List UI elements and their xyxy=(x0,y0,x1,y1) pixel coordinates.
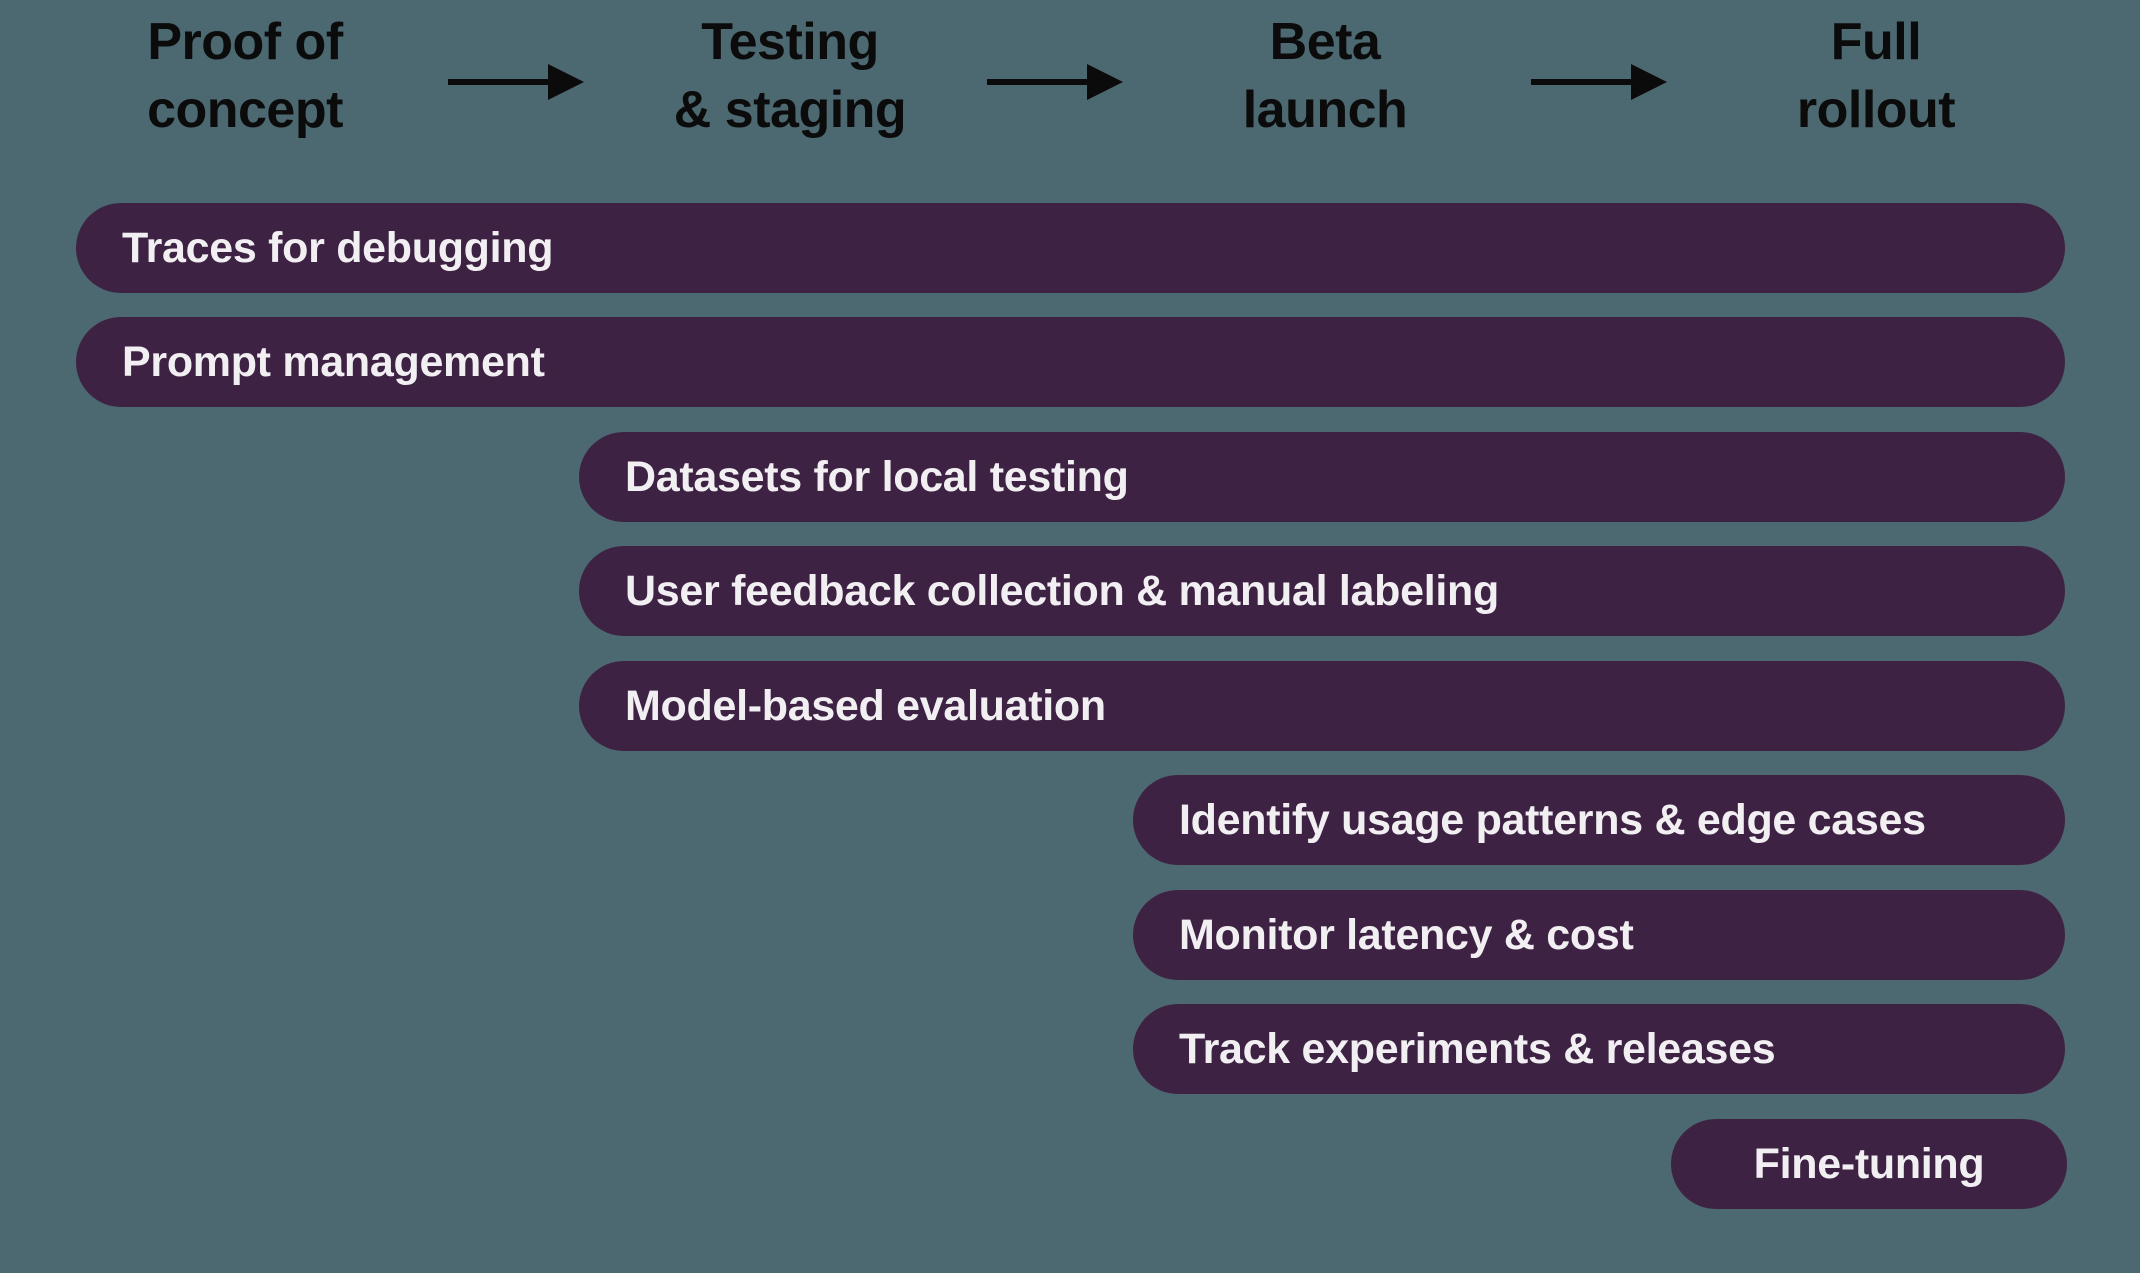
arrow-right-icon xyxy=(446,62,586,102)
bar-traces-for-debugging: Traces for debugging xyxy=(76,203,2065,293)
phase-label-testing-staging: Testing & staging xyxy=(540,8,1040,144)
phase-label-line: concept xyxy=(147,81,343,139)
bar-label: Traces for debugging xyxy=(122,223,554,272)
arrow-right-icon xyxy=(985,62,1125,102)
phase-label-proof-of-concept: Proof of concept xyxy=(0,8,495,144)
bar-track-experiments-releases: Track experiments & releases xyxy=(1133,1004,2065,1094)
phase-label-beta-launch: Beta launch xyxy=(1075,8,1575,144)
bar-label: Monitor latency & cost xyxy=(1179,910,1634,959)
bar-model-based-evaluation: Model-based evaluation xyxy=(579,661,2065,751)
bar-label: Datasets for local testing xyxy=(625,452,1129,501)
phase-label-line: rollout xyxy=(1796,81,1956,139)
bar-monitor-latency-cost: Monitor latency & cost xyxy=(1133,890,2065,980)
phase-label-line: Full xyxy=(1830,13,1922,71)
phase-label-line: Beta xyxy=(1269,13,1381,71)
phase-label-line: launch xyxy=(1242,81,1408,139)
bar-label: Identify usage patterns & edge cases xyxy=(1179,795,1926,844)
bar-label: Fine-tuning xyxy=(1753,1139,1985,1188)
phase-label-line: & staging xyxy=(673,81,907,139)
arrow-right-icon xyxy=(1529,62,1669,102)
bar-prompt-management: Prompt management xyxy=(76,317,2065,407)
phase-label-line: Testing xyxy=(701,13,879,71)
bar-label: Model-based evaluation xyxy=(625,681,1106,730)
phase-label-full-rollout: Full rollout xyxy=(1626,8,2126,144)
bar-user-feedback-collection: User feedback collection & manual labeli… xyxy=(579,546,2065,636)
bar-datasets-for-local-testing: Datasets for local testing xyxy=(579,432,2065,522)
bar-label: Track experiments & releases xyxy=(1179,1024,1776,1073)
bar-label: Prompt management xyxy=(122,337,545,386)
bar-label: User feedback collection & manual labeli… xyxy=(625,566,1499,615)
phase-label-line: Proof of xyxy=(147,13,343,71)
bar-fine-tuning: Fine-tuning xyxy=(1671,1119,2067,1209)
bar-identify-usage-patterns: Identify usage patterns & edge cases xyxy=(1133,775,2065,865)
